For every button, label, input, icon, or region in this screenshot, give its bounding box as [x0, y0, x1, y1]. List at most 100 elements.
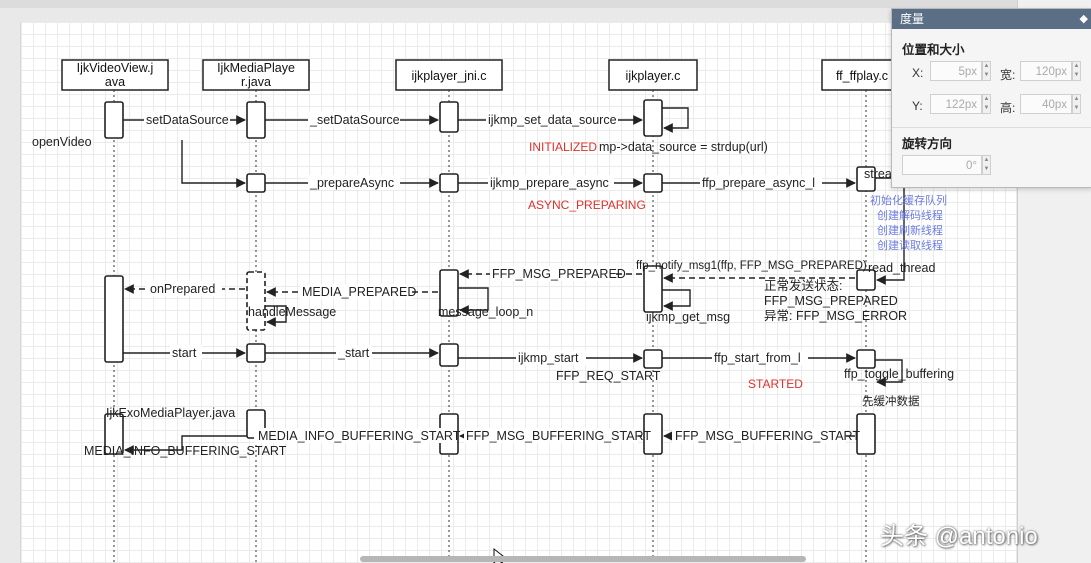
participant-ff-ffplay[interactable]: [821, 59, 903, 91]
pin-icon[interactable]: ◆: [1079, 13, 1088, 25]
activation-box[interactable]: [439, 269, 459, 317]
label-create-read: 创建读取线程: [877, 238, 943, 252]
label-prepared-state: FFP_MSG_PREPARED: [764, 294, 898, 308]
label-ijkmp-set-data-source: ijkmp_set_data_source: [488, 113, 617, 127]
height-stepper[interactable]: ▲▼: [1072, 94, 1081, 114]
activation-box[interactable]: [643, 413, 663, 455]
label-message-loop-n: message_loop_n: [438, 305, 533, 319]
activation-box[interactable]: [643, 99, 663, 137]
measure-panel[interactable]: 度量 ◆ 位置和大小 X: 5px ▲▼ 宽: 120px ▲▼ Y: 122p…: [891, 8, 1091, 188]
label-state-async-preparing: ASYNC_PREPARING: [528, 198, 646, 212]
section-position-size: 位置和大小: [902, 43, 965, 57]
self-message-arrow: [662, 289, 691, 311]
x-label: X:: [912, 66, 924, 80]
participant-ijkmediaplayer[interactable]: [202, 59, 310, 91]
y-input[interactable]: 122px: [930, 94, 982, 114]
activation-box[interactable]: [439, 343, 459, 367]
horizontal-scrollbar[interactable]: [360, 556, 806, 562]
label-ffp-start-from-l: ffp_start_from_l: [714, 351, 801, 365]
activation-box[interactable]: [856, 349, 876, 369]
self-message-arrow: [458, 287, 489, 315]
participant-ijkplayer-jni[interactable]: [395, 59, 503, 91]
label-ffp-notify: ffp_notify_msg1(ffp, FFP_MSG_PREPARED): [636, 260, 867, 272]
participant-ijkvideoview[interactable]: [61, 59, 169, 91]
top-ruler: [0, 0, 1091, 8]
participant-label: IjkVideoView.j: [77, 61, 154, 75]
rotation-input[interactable]: 0°: [902, 155, 982, 175]
message-arrow: [181, 140, 246, 188]
activation-box[interactable]: [856, 413, 876, 455]
self-message-arrow: [662, 107, 689, 133]
panel-title: 度量: [900, 12, 925, 26]
label-start: start: [172, 346, 197, 360]
label-state-started: STARTED: [748, 377, 803, 391]
label-buffer-first: 先缓冲数据: [862, 394, 920, 408]
label-stream: strea: [864, 167, 892, 181]
activation-box[interactable]: [246, 343, 266, 363]
label-media-prepared: MEDIA_PREPARED: [302, 285, 416, 299]
label-create-refresh: 创建刷新线程: [877, 223, 943, 237]
y-stepper[interactable]: ▲▼: [982, 94, 991, 114]
activation-box[interactable]: [104, 101, 124, 139]
participant-label: ijkplayer.c: [626, 69, 681, 83]
activation-box[interactable]: [104, 275, 124, 363]
width-stepper[interactable]: ▲▼: [1072, 61, 1081, 81]
y-label: Y:: [912, 99, 923, 113]
label-ffp-req-start: FFP_REQ_START: [556, 369, 661, 383]
activation-box[interactable]: [246, 101, 266, 139]
activation-box[interactable]: [246, 271, 266, 331]
participant-label: ff_ffplay.c: [836, 69, 888, 83]
label-setdatasource-private: _setDataSource: [309, 113, 400, 127]
activation-box[interactable]: [643, 265, 663, 313]
label-abnormal-state: 异常: FFP_MSG_ERROR: [764, 309, 907, 323]
activation-box[interactable]: [439, 173, 459, 193]
label-mp-data-source: mp->data_source = strdup(url): [599, 140, 768, 154]
label-ijkmp-start: ijkmp_start: [518, 351, 579, 365]
rotation-stepper[interactable]: ▲▼: [982, 155, 991, 175]
height-label: 高:: [1000, 101, 1016, 115]
x-input[interactable]: 5px: [930, 61, 982, 81]
label-start-private: _start: [337, 346, 370, 360]
panel-header[interactable]: 度量 ◆: [892, 9, 1091, 29]
watermark: 头条 @antonio: [880, 523, 1038, 550]
label-prepareasync: _prepareAsync: [309, 176, 394, 190]
width-input[interactable]: 120px: [1020, 61, 1072, 81]
label-openvideo: openVideo: [32, 135, 92, 149]
self-message-arrow: [875, 177, 905, 285]
section-rotation: 旋转方向: [902, 137, 953, 151]
label-normal-state: 正常发送状态:: [764, 278, 842, 293]
participant-label: ava: [105, 75, 125, 89]
label-ffp-toggle-buffering: ffp_toggle_buffering: [844, 367, 954, 381]
activation-box[interactable]: [856, 166, 876, 192]
activation-box[interactable]: [643, 349, 663, 369]
label-media-info-buffering-start: MEDIA_INFO_BUFFERING_START: [258, 429, 461, 443]
label-ijkmp-get-msg: ijkmp_get_msg: [646, 310, 730, 324]
label-state-initialized: INITIALIZED: [529, 140, 597, 154]
label-read-thread: read_thread: [868, 261, 935, 275]
participant-label: r.java: [241, 75, 271, 89]
label-ffp-msg-buffering-start-2: FFP_MSG_BUFFERING_START: [675, 429, 860, 443]
label-media-info-buffering-start-2: MEDIA_INFO_BUFFERING_START: [84, 444, 287, 458]
label-ffp-msg-prepared: FFP_MSG_PREPARED: [492, 267, 626, 281]
participant-ijkplayer-c[interactable]: [608, 59, 698, 91]
activation-box[interactable]: [439, 101, 459, 133]
activation-box[interactable]: [643, 173, 663, 193]
self-message-arrow: [875, 359, 903, 387]
label-init-queue: 初始化缓存队列: [870, 193, 947, 207]
label-handlemessage: handleMessage: [248, 305, 336, 319]
label-onprepared: onPrepared: [150, 282, 215, 296]
x-stepper[interactable]: ▲▼: [982, 61, 991, 81]
label-ijkmp-prepare-async: ijkmp_prepare_async: [490, 176, 609, 190]
label-setdatasource: setDataSource: [146, 113, 229, 127]
activation-box[interactable]: [104, 413, 124, 455]
height-input[interactable]: 40px: [1020, 94, 1072, 114]
participant-label: IjkMediaPlaye: [217, 61, 295, 75]
participant-label: ijkplayer_jni.c: [411, 69, 486, 83]
label-ijkexomediaplayer: IjkExoMediaPlayer.java: [106, 406, 235, 420]
self-message-arrow: [265, 305, 287, 327]
activation-box[interactable]: [856, 269, 876, 291]
activation-box[interactable]: [246, 173, 266, 193]
label-ffp-prepare-async-l: ffp_prepare_async_l: [702, 176, 815, 190]
message-arrow: [124, 435, 247, 455]
